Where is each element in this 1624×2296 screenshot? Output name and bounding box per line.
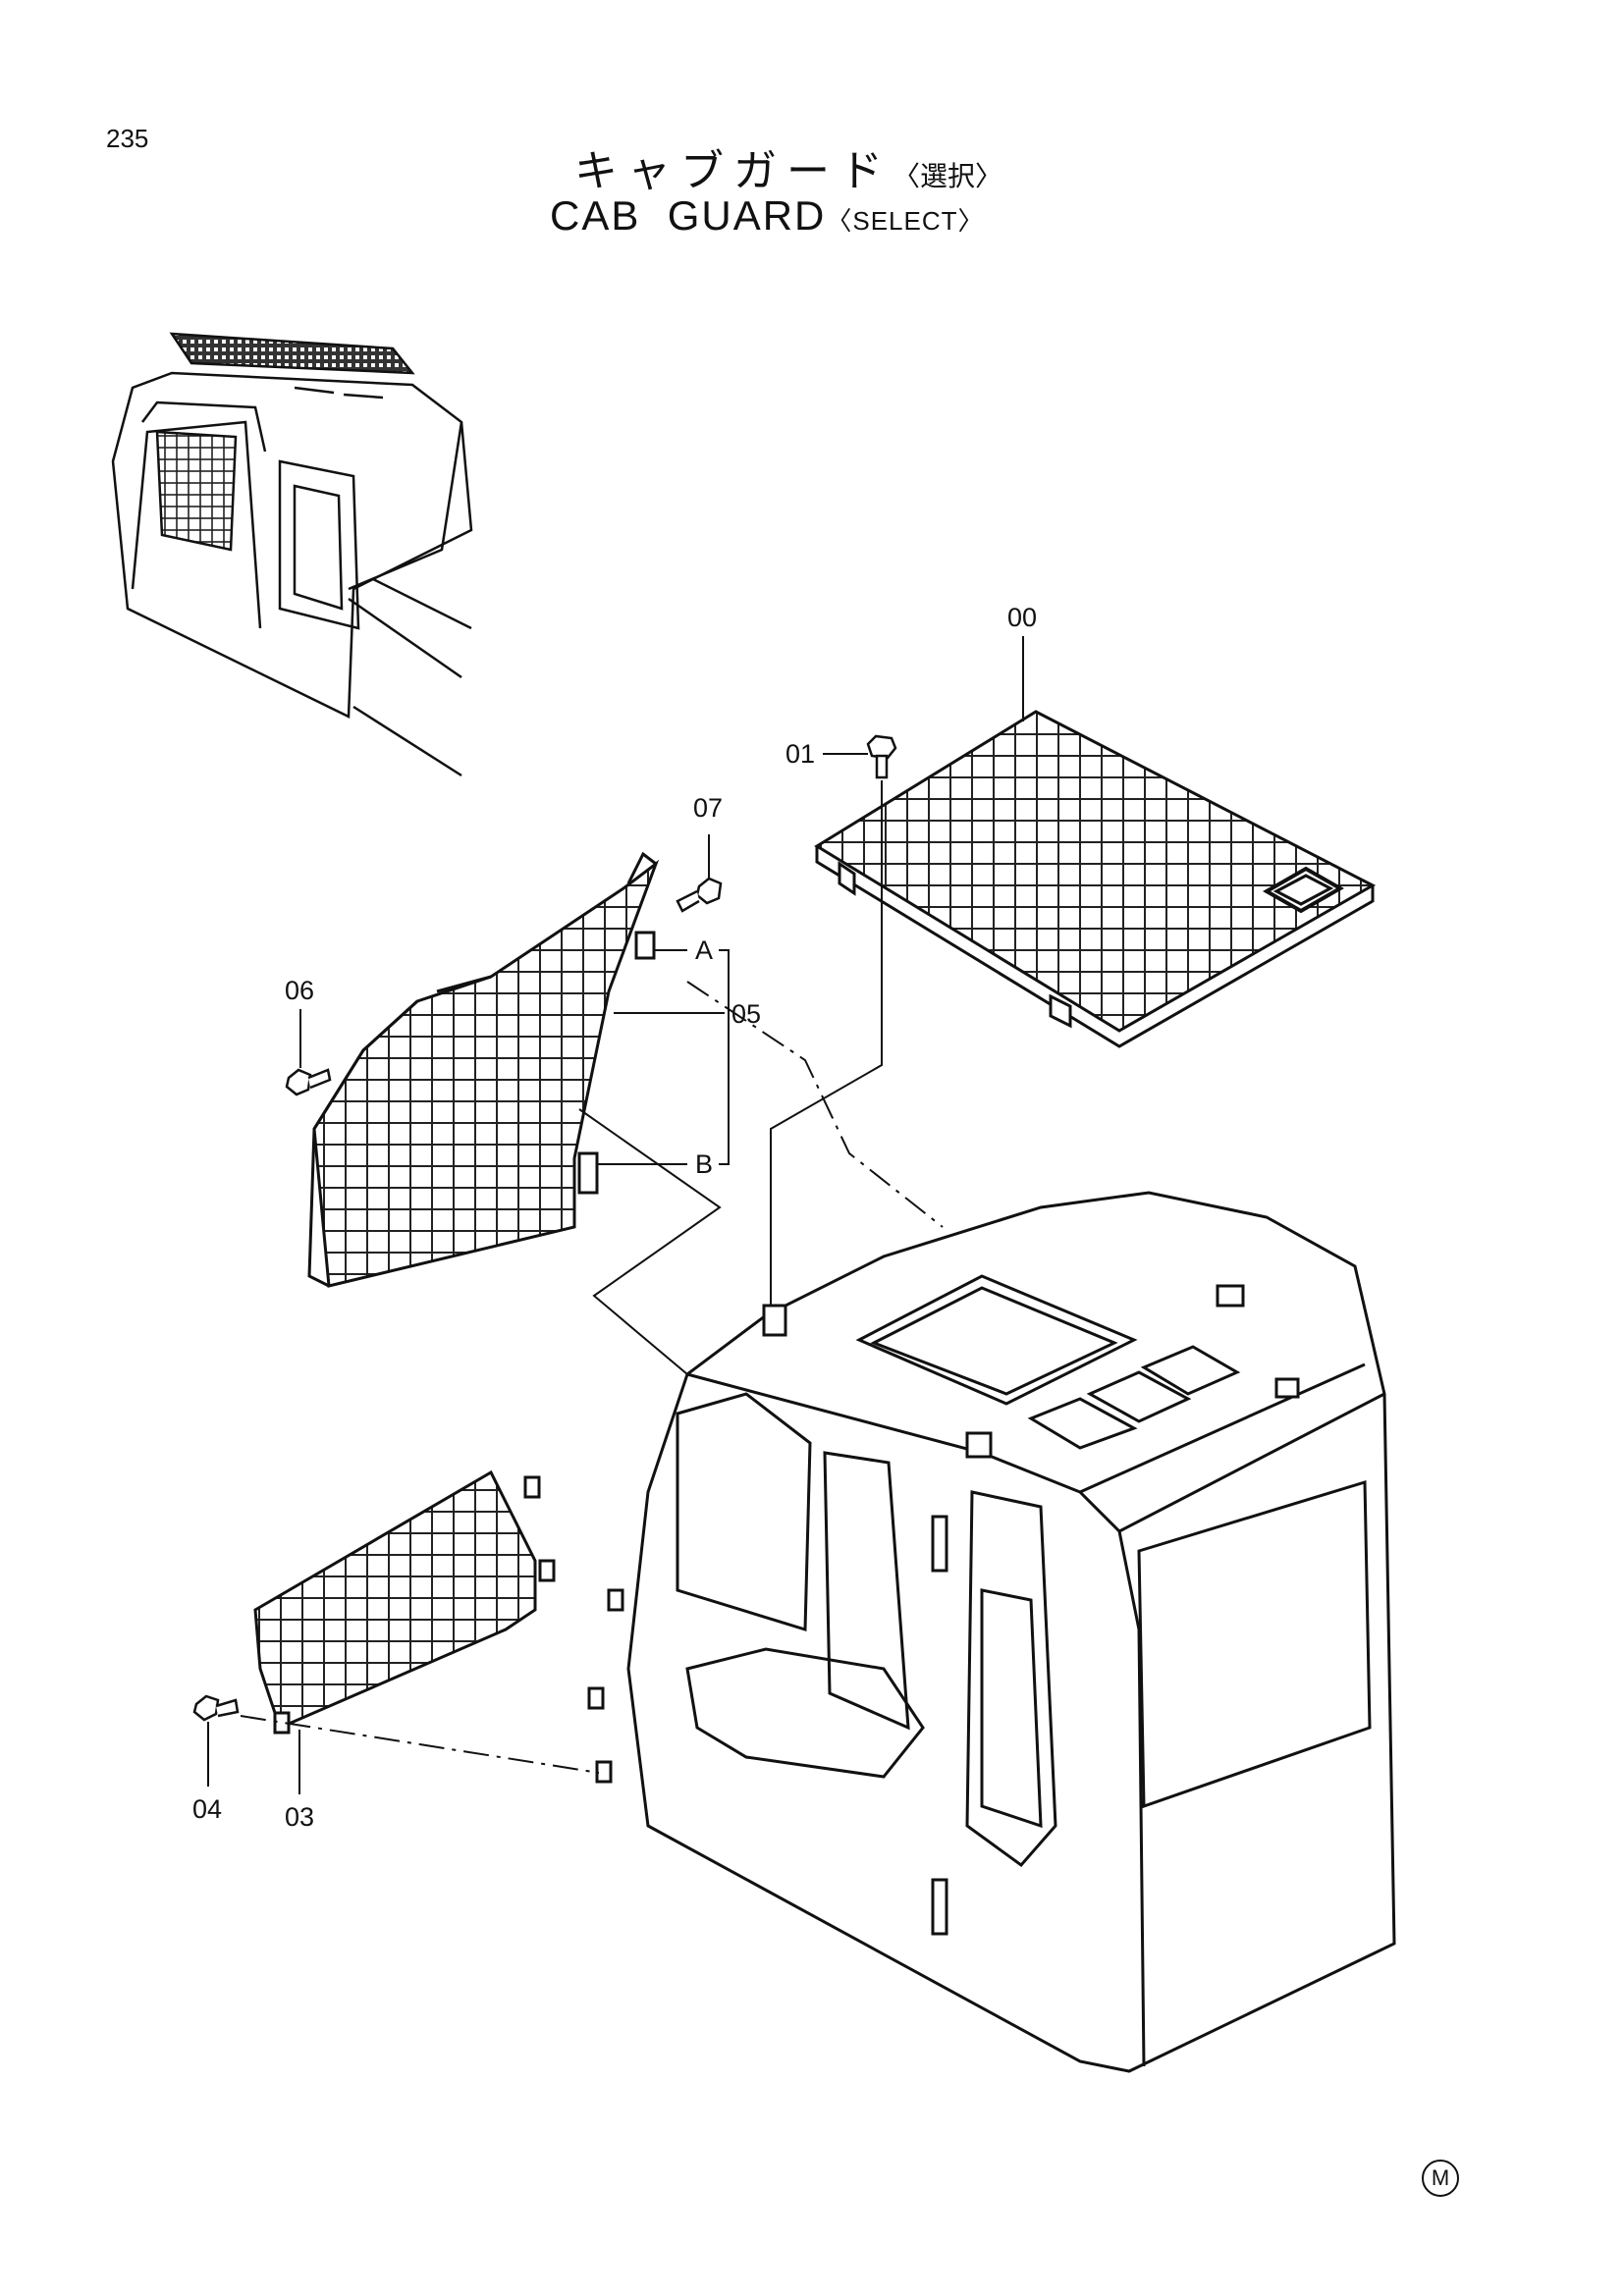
bolt-01 [866, 734, 897, 779]
callout-06: 06 [285, 976, 314, 1005]
ref-label-B: B [695, 1149, 713, 1179]
assembly-line-01 [770, 780, 883, 1306]
front-guard [307, 851, 660, 1288]
bracket-AB [719, 949, 730, 1165]
assembly-line-front-2 [578, 1108, 722, 1375]
title-japanese-qualifier: 〈選択〉 [893, 160, 1003, 192]
bolt-06 [285, 1068, 332, 1096]
title-japanese: キャブガード〈選択〉 [574, 135, 1002, 198]
callout-00: 00 [1007, 603, 1037, 632]
reference-cab-illustration [111, 332, 473, 777]
footer-mark: M [1422, 2160, 1459, 2197]
callout-01: 01 [785, 739, 815, 769]
page-number: 235 [106, 124, 149, 153]
callout-03: 03 [285, 1802, 314, 1832]
bolt-04 [192, 1694, 240, 1722]
callout-05: 05 [731, 999, 761, 1029]
title-english-text: CAB GUARD [550, 192, 827, 239]
callout-04: 04 [192, 1794, 222, 1824]
lower-guard [253, 1469, 556, 1735]
assembly-line-lower [240, 1715, 600, 1774]
callout-07: 07 [693, 793, 723, 823]
roof-guard [814, 710, 1377, 1048]
title-english: CAB GUARD〈SELECT〉 [550, 192, 985, 240]
title-english-qualifier: 〈SELECT〉 [826, 206, 985, 236]
title-japanese-text: キャブガード [574, 146, 893, 196]
main-cab [587, 1191, 1396, 2073]
ref-label-A: A [695, 935, 713, 965]
bolt-07 [676, 877, 723, 913]
assembly-line-front [686, 981, 944, 1228]
